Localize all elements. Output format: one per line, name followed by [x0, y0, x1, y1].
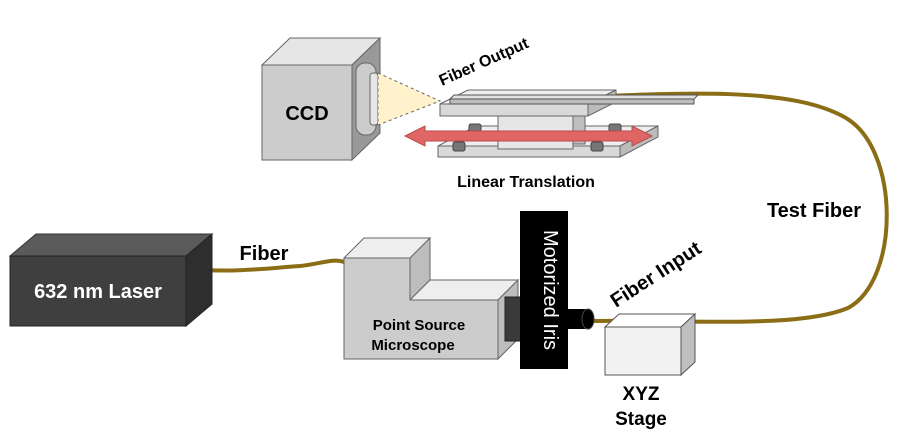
- laser-fiber: [198, 258, 346, 273]
- laser-label: 632 nm Laser: [34, 281, 162, 303]
- motorized-iris-label: Motorized Iris: [539, 230, 561, 350]
- ccd-label: CCD: [285, 103, 328, 125]
- xyz-label-2: Stage: [615, 409, 667, 430]
- translation-arrow: [403, 125, 654, 147]
- fiber-input-label: Fiber Input: [607, 237, 706, 312]
- fiber-output-label: Fiber Output: [437, 35, 532, 90]
- point-source-label-1: Point Source: [373, 317, 466, 334]
- fiber-label: Fiber: [240, 243, 289, 265]
- linear-translation-label: Linear Translation: [457, 174, 595, 191]
- point-source-label-2: Microscope: [371, 337, 454, 354]
- light-cone: [377, 72, 442, 126]
- laser-box: 632 nm Laser: [8, 232, 214, 328]
- xyz-label-1: XYZ: [623, 384, 660, 405]
- ccd-lens: [355, 62, 379, 136]
- fiber-input-tube: [562, 308, 595, 330]
- test-fiber: [445, 91, 889, 324]
- point-source-microscope: Point Source Microscope: [342, 236, 520, 361]
- translation-stage: [437, 89, 700, 158]
- motorized-iris: Motorized Iris: [520, 211, 568, 369]
- xyz-stage: [603, 312, 697, 377]
- test-fiber-label: Test Fiber: [767, 200, 861, 222]
